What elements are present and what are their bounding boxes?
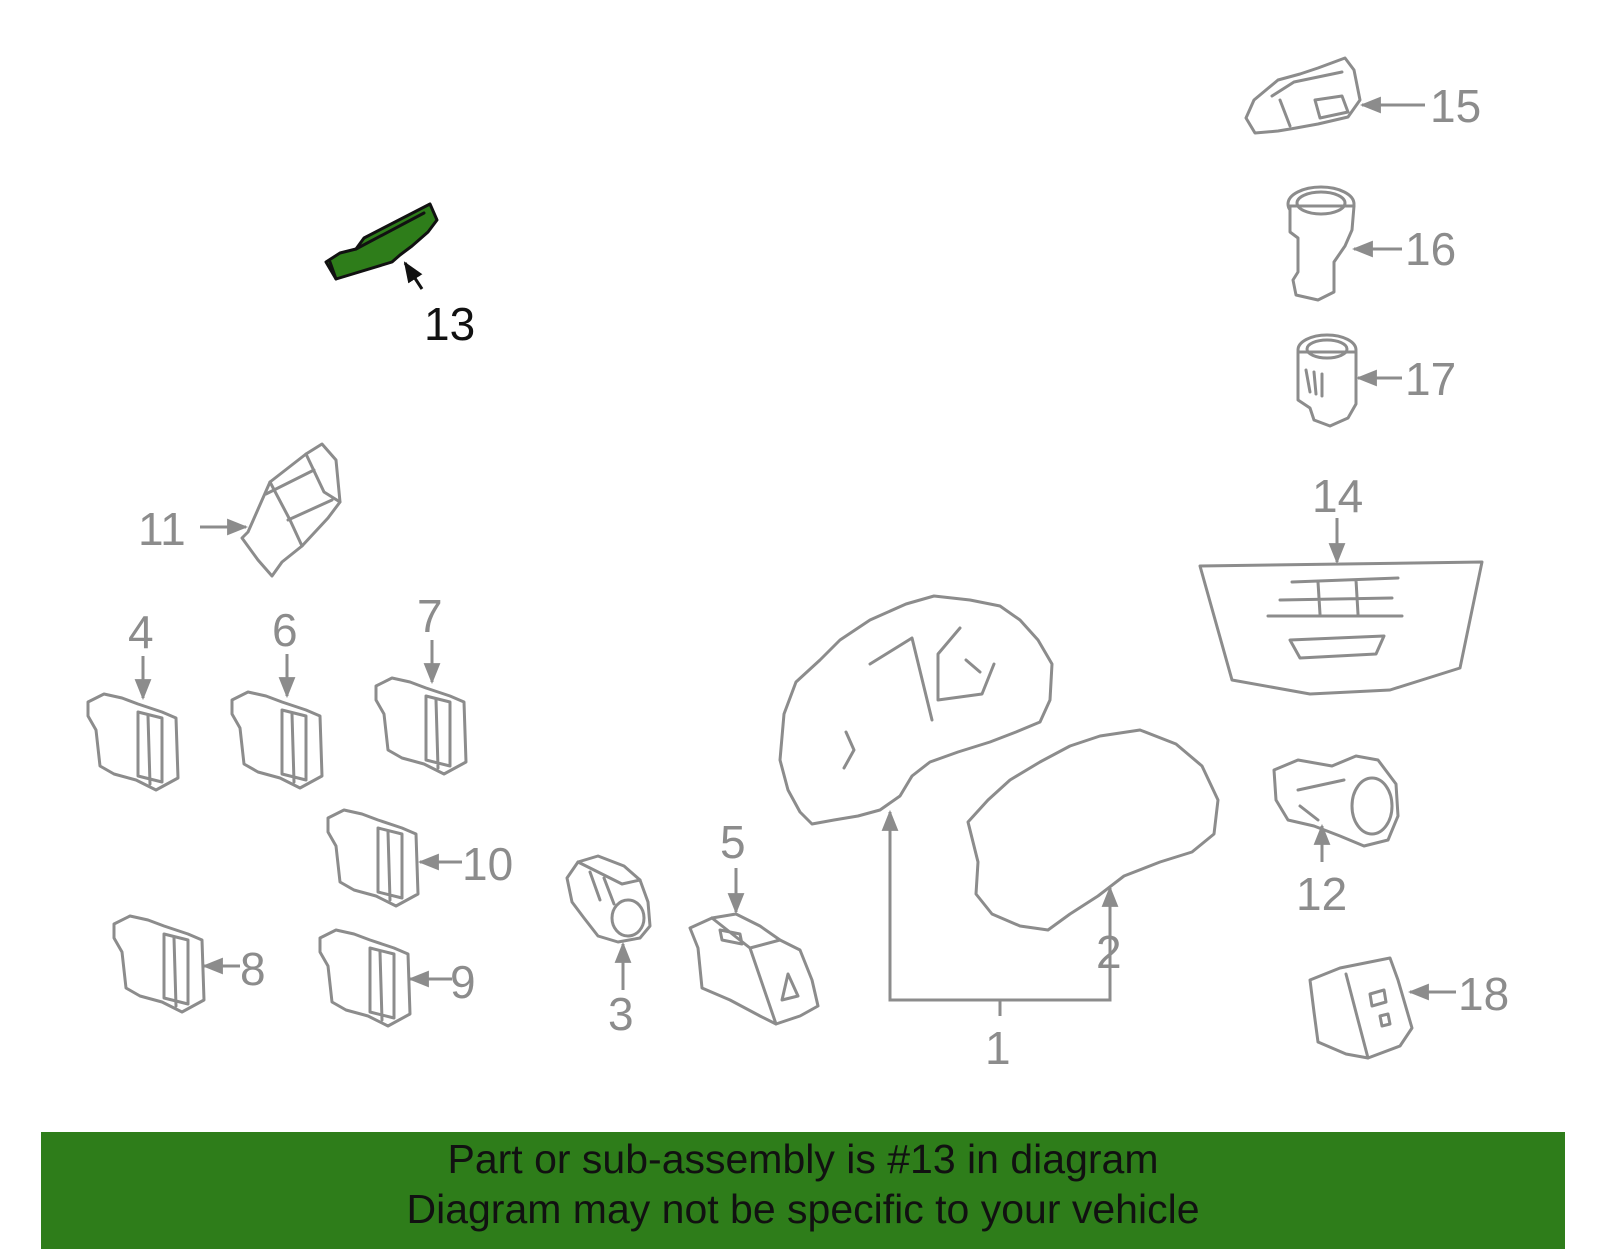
part-8-switch[interactable]: 8: [112, 914, 266, 1014]
callout-18: 18: [1458, 968, 1509, 1020]
part-2-cluster-lens[interactable]: 2: [966, 728, 1220, 978]
part-13-body: [324, 202, 439, 281]
callout-10: 10: [462, 838, 513, 890]
part-18[interactable]: 18: [1308, 956, 1509, 1060]
banner-line-1: Part or sub-assembly is #13 in diagram: [447, 1136, 1159, 1182]
callout-3: 3: [608, 988, 634, 1040]
callout-12: 12: [1296, 868, 1347, 920]
callout-15: 15: [1430, 80, 1481, 132]
callout-16: 16: [1405, 223, 1456, 275]
part-12[interactable]: 12: [1272, 754, 1400, 920]
callout-9: 9: [450, 956, 476, 1008]
callout-17: 17: [1405, 353, 1456, 405]
callout-14: 14: [1312, 470, 1363, 522]
part-9-switch[interactable]: 9: [318, 928, 476, 1028]
part-17[interactable]: 17: [1296, 333, 1456, 428]
part-11[interactable]: 11: [138, 442, 342, 578]
part-3[interactable]: 3: [565, 854, 652, 1040]
callout-2: 2: [1096, 926, 1122, 978]
callout-13: 13: [424, 298, 475, 350]
part-7-switch[interactable]: 7: [374, 590, 468, 776]
callout-8: 8: [240, 943, 266, 995]
part-13-sensor[interactable]: 13: [324, 202, 475, 350]
callout-4: 4: [128, 606, 154, 658]
callout-11: 11: [138, 503, 186, 555]
info-banner: Part or sub-assembly is #13 in diagram D…: [41, 1132, 1565, 1249]
banner-line-2: Diagram may not be specific to your vehi…: [406, 1186, 1200, 1232]
part-10-switch[interactable]: 10: [326, 808, 513, 908]
part-14-panel[interactable]: 14: [1198, 470, 1484, 696]
part-15[interactable]: 15: [1244, 56, 1481, 135]
part-4-switch[interactable]: 4: [86, 606, 180, 792]
part-6-switch[interactable]: 6: [230, 604, 324, 790]
part-16[interactable]: 16: [1286, 185, 1456, 302]
callout-5: 5: [720, 816, 746, 868]
part-1-instrument-cluster[interactable]: 1: [778, 594, 1112, 1074]
callout-7: 7: [417, 590, 443, 642]
part-5-hazard-switch[interactable]: 5: [688, 816, 820, 1026]
callout-6: 6: [272, 604, 298, 656]
callout-1: 1: [985, 1022, 1011, 1074]
